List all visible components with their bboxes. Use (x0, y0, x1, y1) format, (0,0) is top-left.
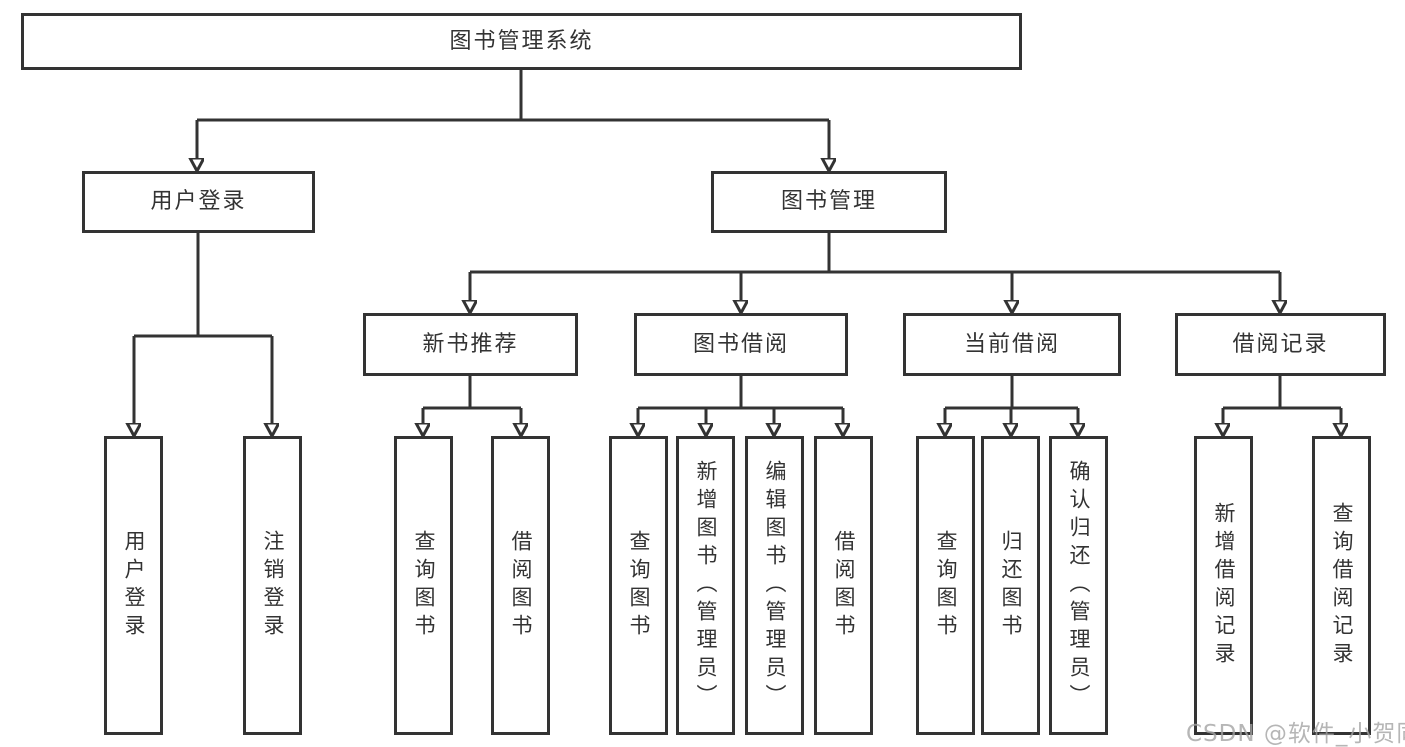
leaf-user-login: 用户登录 (104, 436, 163, 735)
node-library-management-system: 图书管理系统 (21, 13, 1022, 70)
node-user-login: 用户登录 (82, 171, 315, 233)
leaf-edit-book-admin: 编辑图书（管理员） (745, 436, 804, 735)
csdn-watermark: CSDN @软件_小贺同学 (1186, 721, 1405, 747)
node-borrow-records: 借阅记录 (1175, 313, 1386, 376)
leaf-query-borrow-record: 查询借阅记录 (1312, 436, 1371, 735)
leaf-query-books-current: 查询图书 (916, 436, 975, 735)
leaf-query-books-recommend: 查询图书 (394, 436, 453, 735)
node-book-management: 图书管理 (711, 171, 947, 233)
node-new-book-recommend: 新书推荐 (363, 313, 578, 376)
node-current-borrow: 当前借阅 (903, 313, 1121, 376)
node-book-borrow: 图书借阅 (634, 313, 848, 376)
leaf-query-books-borrow: 查询图书 (609, 436, 668, 735)
leaf-return-book: 归还图书 (981, 436, 1040, 735)
leaf-add-book-admin: 新增图书（管理员） (676, 436, 735, 735)
leaf-borrow-books: 借阅图书 (814, 436, 873, 735)
leaf-borrow-books-recommend: 借阅图书 (491, 436, 550, 735)
leaf-add-borrow-record: 新增借阅记录 (1194, 436, 1253, 735)
leaf-confirm-return-admin: 确认归还（管理员） (1049, 436, 1108, 735)
leaf-logout: 注销登录 (243, 436, 302, 735)
